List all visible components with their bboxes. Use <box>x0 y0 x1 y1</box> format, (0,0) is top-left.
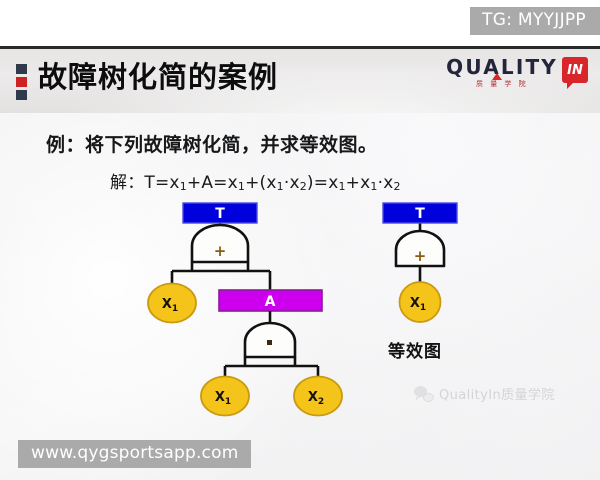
sub-2: 1 <box>237 180 246 193</box>
equivalent-diagram-caption: 等效图 <box>388 342 442 362</box>
solution-formula: 解：T=x1+A=x1+(x1·x2)=x1+x1·x2 <box>110 168 401 193</box>
op-2: +(x <box>245 173 277 193</box>
wechat-bubble-small <box>423 392 434 402</box>
or-gate-shape <box>190 223 250 264</box>
basic-event-x2-shape <box>293 375 343 417</box>
logo-speech-bubble-icon: IN <box>562 57 588 89</box>
url-watermark: www.qygsportsapp.com <box>18 440 252 468</box>
telegram-watermark: TG: MYYJJPP <box>470 7 600 35</box>
wechat-icon <box>414 385 434 402</box>
or-gate-symbol: + <box>214 242 227 260</box>
wechat-bubble-large <box>414 385 427 400</box>
header-band <box>0 46 600 113</box>
bullet-square-top <box>16 64 27 74</box>
top-event-label: T <box>215 206 225 222</box>
op-5: +x <box>345 173 371 193</box>
example-statement: 例：将下列故障树化简，并求等效图。 <box>46 134 378 156</box>
op-3: ·x <box>283 173 300 193</box>
logo-subtitle: 质 量 学 院 <box>475 80 529 88</box>
sub-3: 1 <box>276 180 284 193</box>
sub-7: 2 <box>393 180 401 193</box>
op-1: +A=x <box>186 173 238 193</box>
bullet-square-bottom <box>16 90 27 100</box>
logo-triangle-icon <box>492 73 503 80</box>
eq-or-gate-shape <box>394 229 446 268</box>
wechat-watermark: QualityIn质量学院 <box>414 384 555 403</box>
eq-or-gate-symbol: + <box>414 247 427 265</box>
logo-wordmark: QUALITY <box>446 55 558 79</box>
sub-4: 2 <box>299 180 307 193</box>
title-bullet-marker <box>16 64 27 103</box>
logo-wordmark-group: QUALITY 质 量 学 院 <box>446 57 562 88</box>
op-6: ·x <box>377 173 394 193</box>
eq-basic-event-x1-shape <box>398 281 442 323</box>
original-fault-tree: + T X1 A <box>147 202 343 417</box>
basic-event-x1-shape <box>147 282 197 324</box>
wechat-account-name: QualityIn质量学院 <box>439 388 555 403</box>
intermediate-event-label: A <box>265 294 276 310</box>
sub-6: 1 <box>370 180 378 193</box>
page-title: 故障树化简的案例 <box>38 60 279 94</box>
basic-event-x1b-shape <box>200 375 250 417</box>
solution-prefix: 解：T=x <box>110 173 180 193</box>
bullet-square-middle <box>16 77 27 87</box>
eq-top-event-label: T <box>415 206 425 222</box>
top-event-box <box>182 202 258 224</box>
equivalent-fault-tree: + T X1 <box>382 202 458 323</box>
qualityin-logo: QUALITY 质 量 学 院 IN <box>446 57 588 89</box>
op-4: )=x <box>306 173 339 193</box>
sub-5: 1 <box>338 180 346 193</box>
eq-top-event-box <box>382 202 458 224</box>
sub-1: 1 <box>179 180 187 193</box>
and-gate-symbol <box>267 340 272 345</box>
